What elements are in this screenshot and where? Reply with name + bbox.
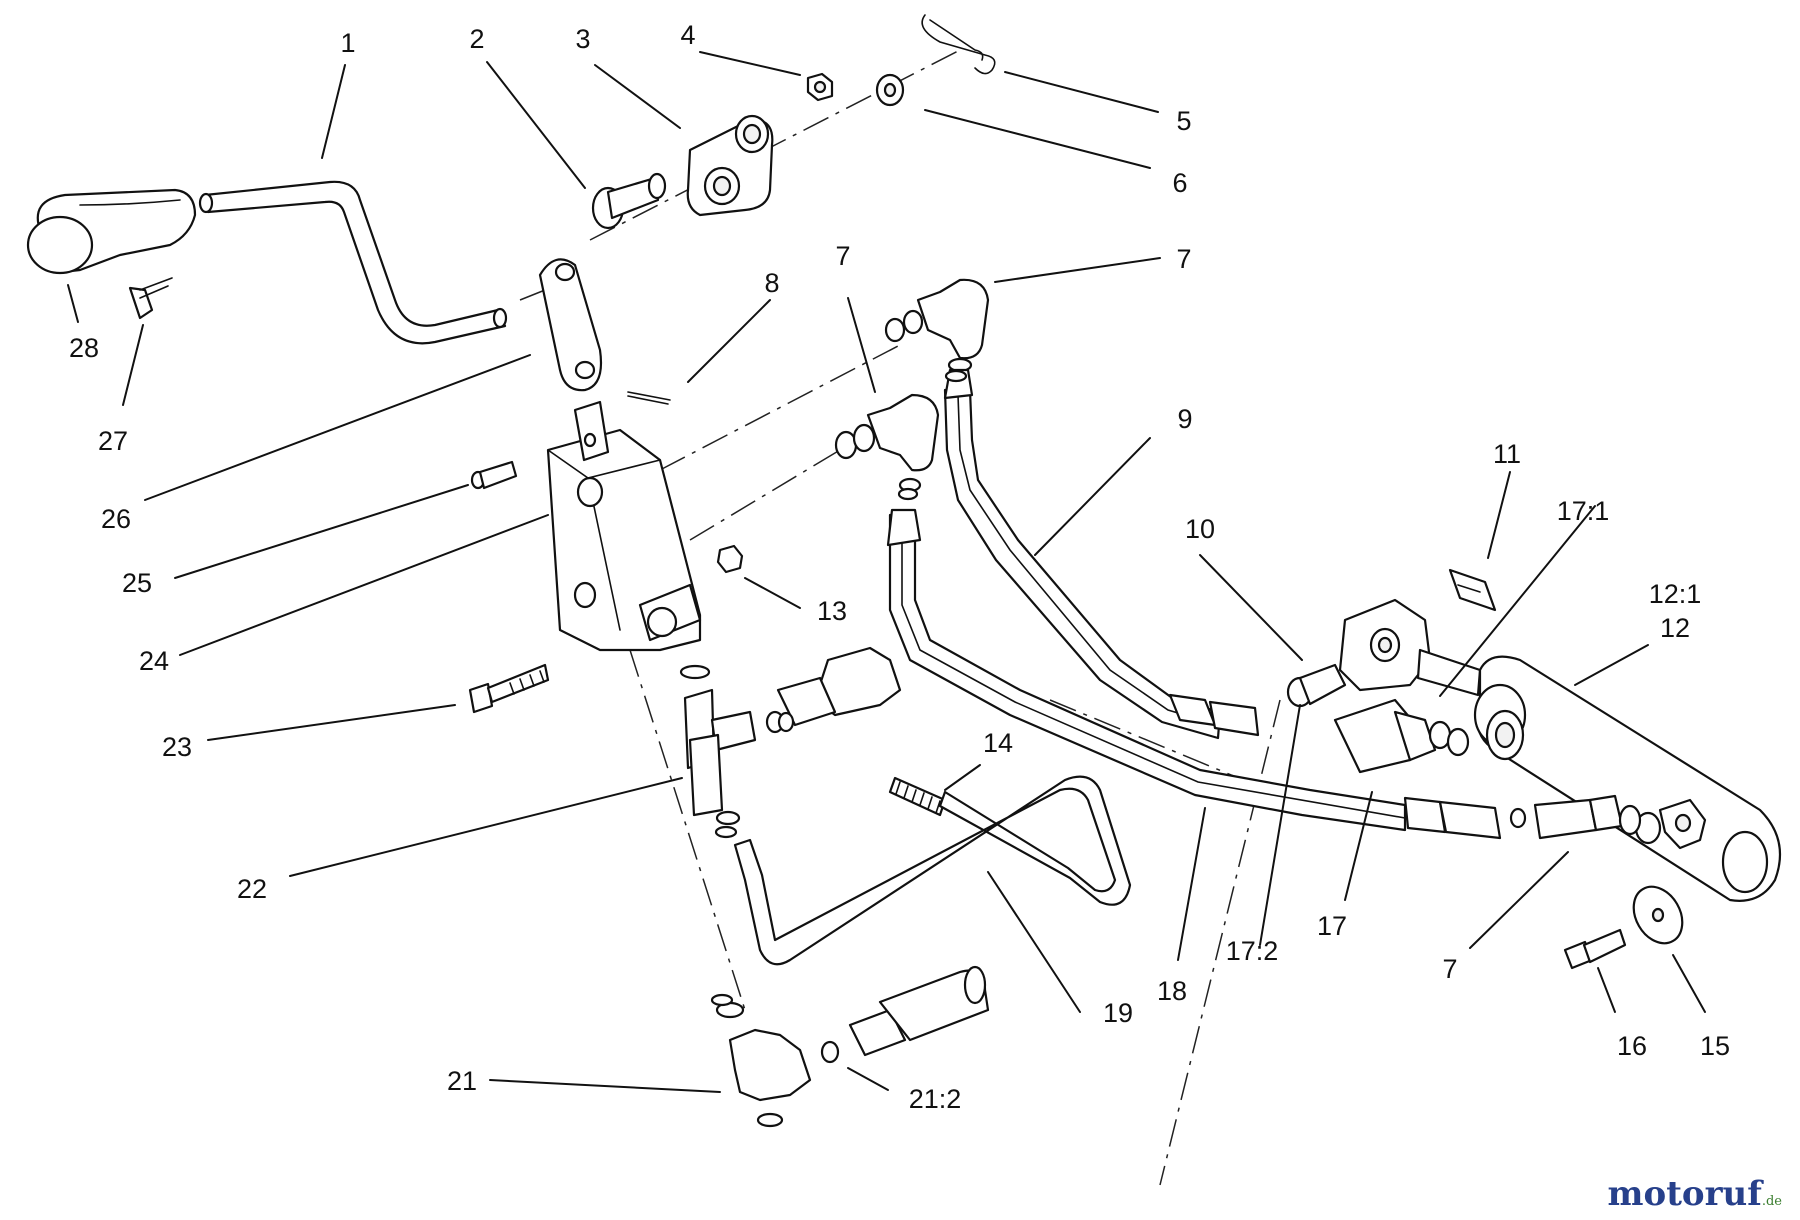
part-2-shoulder-bolt (591, 172, 667, 230)
o-rings (710, 369, 968, 1007)
callout-23: 23 (162, 732, 192, 762)
part-12-hydraulic-cylinder (1473, 655, 1782, 902)
part-1-lever (198, 180, 508, 345)
part-7-elbow-fitting-top (884, 278, 990, 373)
part-13-nut (716, 544, 744, 574)
part-4-nut (806, 72, 834, 102)
part-27-rivet (128, 277, 173, 320)
part-28-knob (26, 188, 197, 275)
callout-13: 13 (817, 596, 847, 626)
callout-3: 3 (575, 24, 590, 54)
watermark-tld: .de (1761, 1194, 1782, 1209)
part-23-bolt (468, 663, 550, 714)
part-10-pin (1286, 663, 1347, 708)
part-7-elbow-fitting-mid (834, 393, 940, 493)
callout-22: 22 (237, 874, 267, 904)
brand-watermark: motoruf.de (1608, 1174, 1782, 1214)
callout-9: 9 (1177, 404, 1192, 434)
callout-15: 15 (1700, 1031, 1730, 1061)
callout-2: 2 (469, 24, 484, 54)
part-22-tee-fitting (679, 664, 757, 826)
callout-12-1: 12:1 (1649, 579, 1702, 609)
callout-1: 1 (340, 28, 355, 58)
callout-21: 21 (447, 1066, 477, 1096)
callout-4: 4 (680, 20, 695, 50)
callout-27: 27 (98, 426, 128, 456)
callout-7-lower-right: 7 (1442, 954, 1457, 984)
callout-17-1: 17:1 (1557, 496, 1610, 526)
part-14-spring (888, 776, 947, 817)
callout-28: 28 (69, 333, 99, 363)
callout-7-mid: 7 (835, 241, 850, 271)
callout-26: 26 (101, 504, 131, 534)
callout-19: 19 (1103, 998, 1133, 1028)
part-5-hairpin-clip (921, 14, 996, 75)
callout-7-top-right: 7 (1176, 244, 1191, 274)
callout-10: 10 (1185, 514, 1215, 544)
part-17-elbow-fitting (1333, 698, 1470, 774)
callout-12: 12 (1660, 613, 1690, 643)
callout-21-2: 21:2 (909, 1084, 962, 1114)
callout-5: 5 (1176, 106, 1191, 136)
part-15-washer (1632, 885, 1684, 945)
callout-25: 25 (122, 568, 152, 598)
part-19-tube (733, 775, 1132, 966)
part-7-straight-fitting (1509, 794, 1642, 840)
part-8-cotter-pin (627, 391, 671, 405)
part-12-cylinder-rod-clevis (1338, 598, 1482, 697)
part-11-clip (1448, 568, 1497, 612)
callout-17: 17 (1317, 911, 1347, 941)
part-3-bracket (686, 114, 774, 217)
callout-17-2: 17:2 (1226, 936, 1279, 966)
part-26-link-plate (538, 258, 603, 392)
hose-end-fittings (765, 646, 1502, 840)
part-24-valve-body (546, 400, 702, 652)
callout-8: 8 (764, 268, 779, 298)
part-6-washer (875, 73, 905, 107)
callout-14: 14 (983, 728, 1013, 758)
part-16-bolt (1563, 928, 1627, 970)
callout-6: 6 (1172, 168, 1187, 198)
part-25-clevis-pin (470, 460, 518, 490)
callout-labels: 1 2 3 4 5 6 7 7 7 8 9 10 11 12:1 12 13 1… (69, 20, 1730, 1114)
callout-16: 16 (1617, 1031, 1647, 1061)
leader-lines (67, 51, 1706, 1093)
watermark-brand: motoruf (1607, 1174, 1762, 1214)
callout-18: 18 (1157, 976, 1187, 1006)
callout-11: 11 (1493, 439, 1521, 469)
callout-24: 24 (139, 646, 169, 676)
